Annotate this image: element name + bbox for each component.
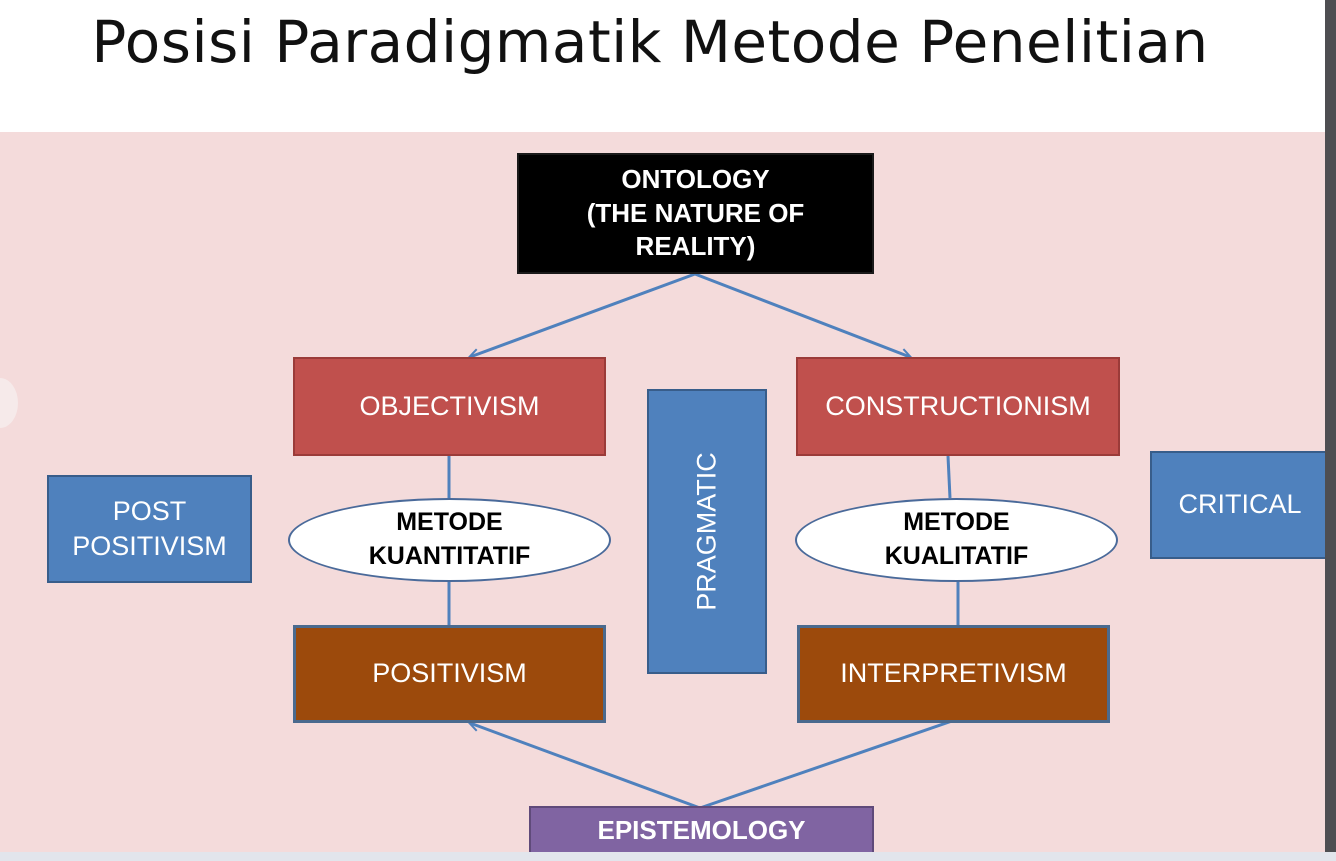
slide-title: Posisi Paradigmatik Metode Penelitian [91,8,1209,76]
kuantitatif-line-1: METODE [396,508,503,537]
ontology-line-3: REALITY) [635,231,756,262]
metode-kualitatif-ellipse: METODE KUALITATIF [795,498,1118,582]
slide-edge-handle [0,378,18,428]
line-constructionism-to-kualitatif [946,455,952,499]
arrow-ontology-to-constructionism [694,272,910,357]
arrow-epistemology-to-positivism [470,723,701,810]
pragmatic-box: PRAGMATIC [647,389,767,674]
ontology-line-2: (THE NATURE OF [586,197,805,228]
taskbar-edge-strip [0,852,1336,861]
constructionism-box: CONSTRUCTIONISM [796,357,1120,456]
interpretivism-label: INTERPRETIVISM [840,658,1067,689]
post-positivism-line-1: POST [112,495,187,526]
critical-box: CRITICAL [1150,451,1328,559]
ontology-box: ONTOLOGY (THE NATURE OF REALITY) [517,153,874,274]
critical-label: CRITICAL [1178,489,1302,520]
objectivism-box: OBJECTIVISM [293,357,606,456]
post-positivism-line-2: POSITIVISM [72,531,227,561]
pragmatic-label: PRAGMATIC [691,452,722,611]
epistemology-label: EPISTEMOLOGY [597,815,806,845]
interpretivism-box: INTERPRETIVISM [797,625,1110,723]
ontology-line-1: ONTOLOGY [621,163,770,194]
kualitatif-line-1: METODE [903,508,1010,537]
constructionism-label: CONSTRUCTIONISM [825,390,1091,421]
kualitatif-line-2: KUALITATIF [884,542,1029,570]
metode-kuantitatif-ellipse: METODE KUANTITATIF [288,498,611,582]
arrow-ontology-to-objectivism [470,272,696,357]
window-edge-strip [1325,0,1336,861]
objectivism-label: OBJECTIVISM [359,390,540,421]
epistemology-box: EPISTEMOLOGY [529,806,874,861]
positivism-label: POSITIVISM [372,658,527,689]
arrow-epistemology-to-interpretivism [699,712,978,810]
post-positivism-box: POST POSITIVISM [47,475,252,583]
kuantitatif-line-2: KUANTITATIF [368,542,531,570]
positivism-box: POSITIVISM [293,625,606,723]
